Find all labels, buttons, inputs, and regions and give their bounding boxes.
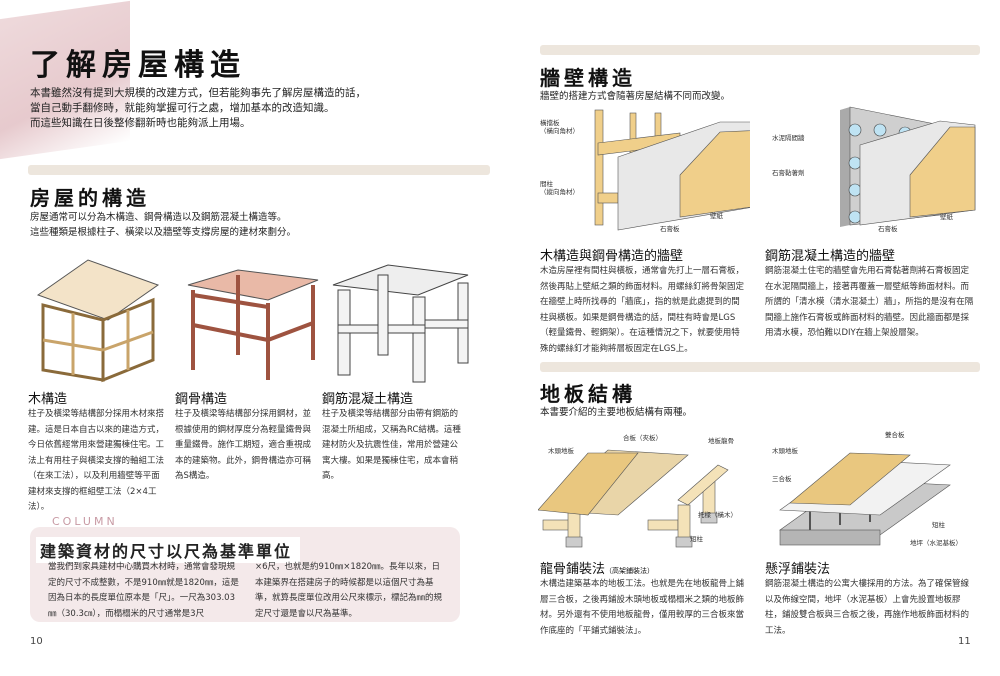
- house-structure-illustrations: [36, 259, 469, 383]
- floor-divider: [540, 362, 980, 372]
- type-text: 柱子及橫梁等結構部分採用木材來搭建。這是日本自古以來的建造方式，今日依舊經常用來…: [28, 409, 165, 512]
- type-text: 柱子及橫梁等結構部分採用鋼材，並根據使用的鋼材厚度分為輕量鐵骨與重量鐵骨。施作工…: [175, 409, 312, 481]
- wall-subtitle: 牆壁的搭建方式會隨著房屋結構不同而改變。: [540, 91, 731, 102]
- section-line: 房屋通常可以分為木構造、鋼骨構造以及鋼筋混凝土構造等。: [30, 212, 287, 223]
- type-wood: 木構造 柱子及橫梁等結構部分採用木材來搭建。這是日本自古以來的建造方式，今日依舊…: [28, 388, 168, 516]
- wooden-house-illustration: [36, 259, 160, 383]
- label-sleeper: 托樑（橫木）: [698, 511, 737, 519]
- floor-item-floating: 懸浮鋪裝法 鋼筋混凝土構造的公寓大樓採用的方法。為了確保管線以及佈線空間，地坪（…: [765, 558, 975, 639]
- wall-item-title: 鋼筋混凝土構造的牆壁: [765, 249, 896, 264]
- floor-item-title: 懸浮鋪裝法: [765, 562, 831, 577]
- column-text-left: 當我們到家具建材中心購買木材時，通常會發現規定的尺寸不成整數，不是910㎜就是1…: [48, 562, 239, 619]
- label-double-plywood: 雙合板: [885, 431, 905, 439]
- type-title: 鋼筋混凝土構造: [322, 392, 414, 407]
- label-stud: 間柱: [540, 180, 553, 188]
- label-horizontal-board: 橫擋板: [540, 119, 560, 127]
- intro-line: 當自己動手翻修時，就能夠掌握可行之處，增加基本的改造知識。: [30, 102, 335, 114]
- wall-item-rc: 鋼筋混凝土構造的牆壁 鋼筋混凝土住宅的牆壁會先用石膏黏著劑將石膏板固定在水泥隔間…: [765, 245, 975, 342]
- wall-item-title: 木構造與鋼骨構造的牆壁: [540, 249, 684, 264]
- floor-subtitle: 本書要介紹的主要地板結構有兩種。: [540, 407, 693, 418]
- floor-item-text: 木構造建築基本的地板工法。也就是先在地板龍骨上鋪層三合板，之後再鋪設木頭地板或榻…: [540, 579, 745, 636]
- label-horizontal-board-note: （橫向角材）: [540, 127, 579, 135]
- label-gypsum-board: 石膏板: [878, 225, 898, 233]
- section-line: 這些種類是根據柱子、橫梁以及牆壁等支撐房屋的建材來劃分。: [30, 227, 297, 238]
- label-wallpaper: 壁紙: [710, 212, 723, 220]
- label-short-post: 短柱: [932, 521, 945, 529]
- column-label: COLUMN: [52, 515, 118, 528]
- section-divider: [28, 165, 490, 175]
- floor-title: 地板結構: [540, 382, 636, 406]
- steel-house-illustration: [187, 269, 319, 380]
- column-title: 建築資材的尺寸以尺為基準單位: [36, 537, 301, 563]
- wall-item-wood: 木構造與鋼骨構造的牆壁 木造房屋裡有間柱與橫板，通常會先打上一層石膏板，然後再貼…: [540, 245, 745, 357]
- floor-item-text: 鋼筋混凝土構造的公寓大樓採用的方法。為了確保管線以及佈線空間，地坪（水泥基板）上…: [765, 579, 970, 636]
- label-plywood: 合板（夾板）: [623, 434, 662, 442]
- wall-item-text: 木造房屋裡有間柱與橫板，通常會先打上一層石膏板，然後再貼上壁紙之類的飾面材料。用…: [540, 266, 745, 354]
- label-concrete-slab: 地坪（水泥基板）: [910, 539, 962, 547]
- joist-floor-diagram: 木頭地板 合板（夾板） 地板龍骨 托樑（橫木） 短柱: [538, 425, 753, 550]
- label-short-post: 短柱: [690, 535, 703, 543]
- floor-item-title: 龍骨鋪裝法: [540, 562, 606, 577]
- label-wood-floor: 木頭地板: [548, 447, 574, 455]
- wall-divider: [540, 45, 980, 55]
- floor-item-title-note: （高架鋪裝法）: [605, 567, 655, 575]
- label-floor-joist: 地板龍骨: [708, 437, 734, 445]
- section-text: 房屋通常可以分為木構造、鋼骨構造以及鋼筋混凝土構造等。 這些種類是根據柱子、橫梁…: [30, 210, 296, 240]
- wood-wall-diagram: 橫擋板（橫向角材） 間柱（縱向角材） 石膏板 壁紙: [540, 105, 750, 235]
- rc-house-illustration: [332, 264, 469, 383]
- label-wallpaper: 壁紙: [940, 213, 953, 221]
- type-rc: 鋼筋混凝土構造 柱子及橫梁等結構部分由帶有鋼筋的混凝土所組成，又稱為RC結構。這…: [322, 388, 462, 485]
- label-wood-floor: 木頭地板: [772, 447, 798, 455]
- section-title: 房屋的構造: [30, 186, 150, 210]
- label-three-ply: 三合板: [772, 475, 792, 483]
- page-title: 了解房屋構造: [30, 48, 246, 83]
- rc-wall-diagram: 水泥隔間牆 石膏黏著劑 石膏板 壁紙: [770, 105, 985, 235]
- type-steel: 鋼骨構造 柱子及橫梁等結構部分採用鋼材，並根據使用的鋼材厚度分為輕量鐵骨與重量鐵…: [175, 388, 315, 485]
- type-text: 柱子及橫梁等結構部分由帶有鋼筋的混凝土所組成，又稱為RC結構。這種建材防火及抗震…: [322, 409, 461, 481]
- wall-title: 牆壁構造: [540, 66, 636, 90]
- floor-item-joist: 龍骨鋪裝法（高架鋪裝法） 木構造建築基本的地板工法。也就是先在地板龍骨上鋪層三合…: [540, 558, 745, 639]
- label-gypsum-board: 石膏板: [660, 225, 680, 233]
- intro-line: 而這些知識在日後整修翻新時也能夠派上用場。: [30, 117, 251, 129]
- label-cement-wall: 水泥隔間牆: [772, 134, 805, 142]
- intro-text: 本書雖然沒有提到大規模的改建方式，但若能夠事先了解房屋構造的話， 當自己動手翻修…: [30, 86, 470, 131]
- type-title: 木構造: [28, 392, 68, 407]
- label-stud-note: （縱向角材）: [540, 188, 579, 196]
- wall-item-text: 鋼筋混凝土住宅的牆壁會先用石膏黏著劑將石膏板固定在水泥隔間牆上，接著再覆蓋一層壁…: [765, 266, 974, 338]
- page-number-right: 11: [958, 636, 971, 647]
- type-title: 鋼骨構造: [175, 392, 228, 407]
- floating-floor-diagram: 雙合板 木頭地板 三合板 短柱 地坪（水泥基板）: [770, 425, 985, 550]
- intro-line: 本書雖然沒有提到大規模的改建方式，但若能夠事先了解房屋構造的話，: [30, 87, 366, 99]
- label-gypsum-adhesive: 石膏黏著劑: [772, 169, 805, 177]
- page-number-left: 10: [30, 636, 43, 647]
- column-text-right: ×6尺，也就是約910㎜×1820㎜。長年以來，日本建築界在搭建房子的時候都是以…: [255, 562, 443, 619]
